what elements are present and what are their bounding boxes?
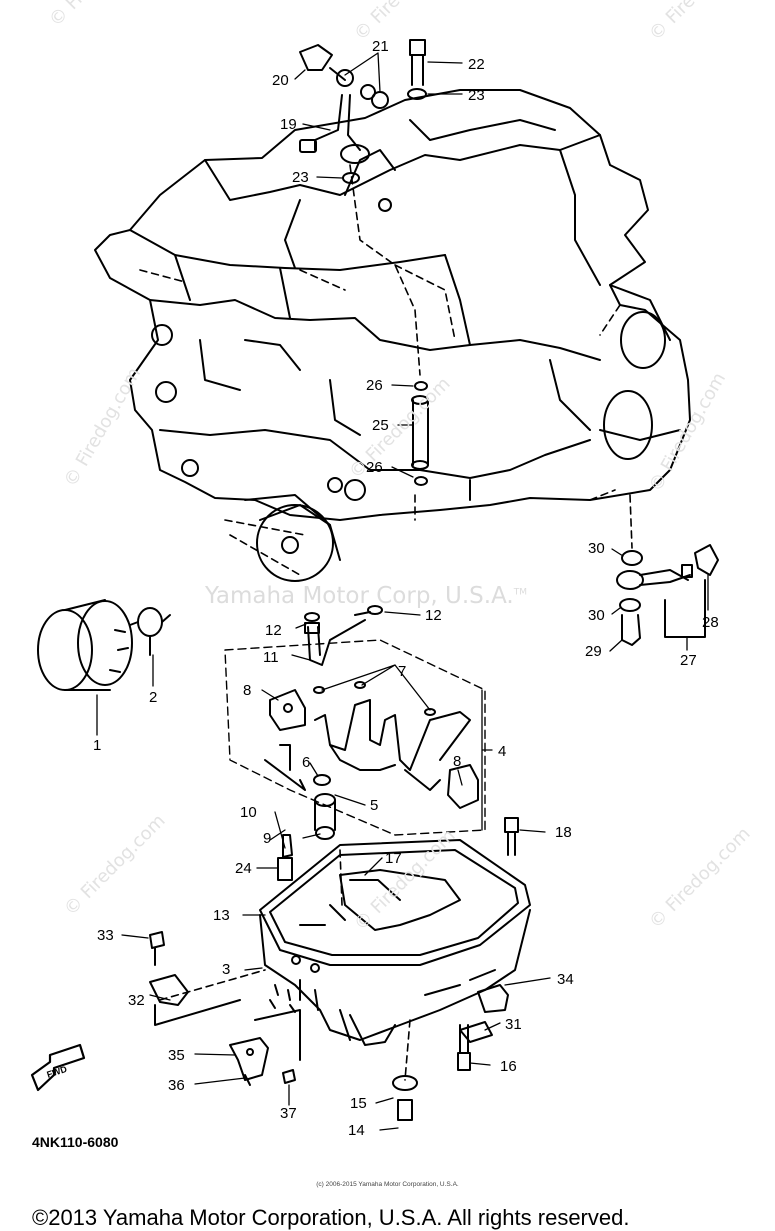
callout-13: 13: [213, 907, 230, 924]
callout-8a: 8: [243, 682, 251, 699]
callout-11: 11: [263, 649, 279, 666]
callout-12a: 12: [265, 622, 282, 639]
union-bolt: [129, 607, 171, 656]
callout-19: 19: [280, 116, 297, 133]
callout-15: 15: [350, 1095, 367, 1112]
callout-12b: 12: [425, 607, 442, 624]
sensor-31-34: [459, 984, 509, 1043]
callout-23a: 23: [468, 87, 485, 104]
bracket-35-36-37: [229, 1009, 301, 1086]
callout-33: 33: [97, 927, 114, 944]
drain-bolt-14-15-16: [392, 1024, 471, 1121]
bolt-18: [504, 817, 519, 856]
callout-30b: 30: [588, 607, 605, 624]
callout-2: 2: [149, 689, 157, 706]
filter-mount: [256, 504, 334, 582]
callout-27: 27: [680, 652, 697, 669]
callout-22: 22: [468, 56, 485, 73]
callout-labels: 1 2 3 4 5 6 7 8 8 9 10 11 12 12 13 14 15…: [46, 38, 719, 1139]
callout-34: 34: [557, 971, 574, 988]
oil-passage-lines: [139, 164, 633, 1081]
callout-14: 14: [348, 1122, 365, 1139]
callout-4: 4: [498, 743, 506, 760]
callout-24: 24: [235, 860, 252, 877]
yamaha-watermark: Yamaha Motor Corp, U.S.A.TM: [205, 583, 528, 609]
callout-6: 6: [302, 754, 310, 771]
callout-23b: 23: [292, 169, 309, 186]
oil-filter: [37, 599, 133, 691]
callout-35: 35: [168, 1047, 185, 1064]
footer-copyright: ©2013 Yamaha Motor Corporation, U.S.A. A…: [32, 1205, 630, 1230]
callout-8b: 8: [453, 753, 461, 770]
oil-pump-assembly: [224, 639, 486, 836]
strainer-parts: [282, 793, 336, 858]
callout-10: 10: [240, 804, 257, 821]
callout-3: 3: [222, 961, 230, 978]
exploded-parts-diagram: 1 2 3 4 5 6 7 8 8 9 10 11 12 12 13 14 15…: [30, 38, 719, 1139]
callout-30a: 30: [588, 540, 605, 557]
oil-pipe-25: [411, 381, 429, 486]
leader-lines: [96, 52, 709, 1131]
callout-31: 31: [505, 1016, 522, 1033]
callout-36: 36: [168, 1077, 185, 1094]
callout-29: 29: [585, 643, 602, 660]
callout-26a: 26: [366, 377, 383, 394]
callout-21: 21: [372, 38, 389, 55]
callout-37: 37: [280, 1105, 297, 1122]
callout-17: 17: [385, 850, 402, 867]
dowel-24: [277, 857, 293, 881]
callout-28: 28: [702, 614, 719, 631]
oil-pan: [259, 839, 531, 1046]
fwd-arrow-icon: [30, 1043, 86, 1092]
engine-crankcase: [94, 89, 691, 561]
callout-25: 25: [372, 417, 389, 434]
callout-20: 20: [272, 72, 289, 89]
callout-7: 7: [398, 663, 406, 680]
oil-hose-assembly: [616, 544, 719, 646]
cover-32-bolt-33: [149, 931, 241, 1026]
callout-32: 32: [128, 992, 145, 1009]
diagram-code: 4NK110-6080: [32, 1134, 119, 1150]
oil-delivery-pipe: [299, 39, 427, 184]
callout-9: 9: [263, 830, 271, 847]
callout-1: 1: [93, 737, 101, 754]
callout-18: 18: [555, 824, 572, 841]
small-copyright: (c) 2006-2015 Yamaha Motor Corporation, …: [316, 1181, 459, 1188]
callout-5: 5: [370, 797, 378, 814]
callout-26b: 26: [366, 459, 383, 476]
oil-pipe-11: [304, 605, 383, 666]
fwd-label: FWD: [46, 1064, 69, 1080]
callout-16: 16: [500, 1058, 517, 1075]
